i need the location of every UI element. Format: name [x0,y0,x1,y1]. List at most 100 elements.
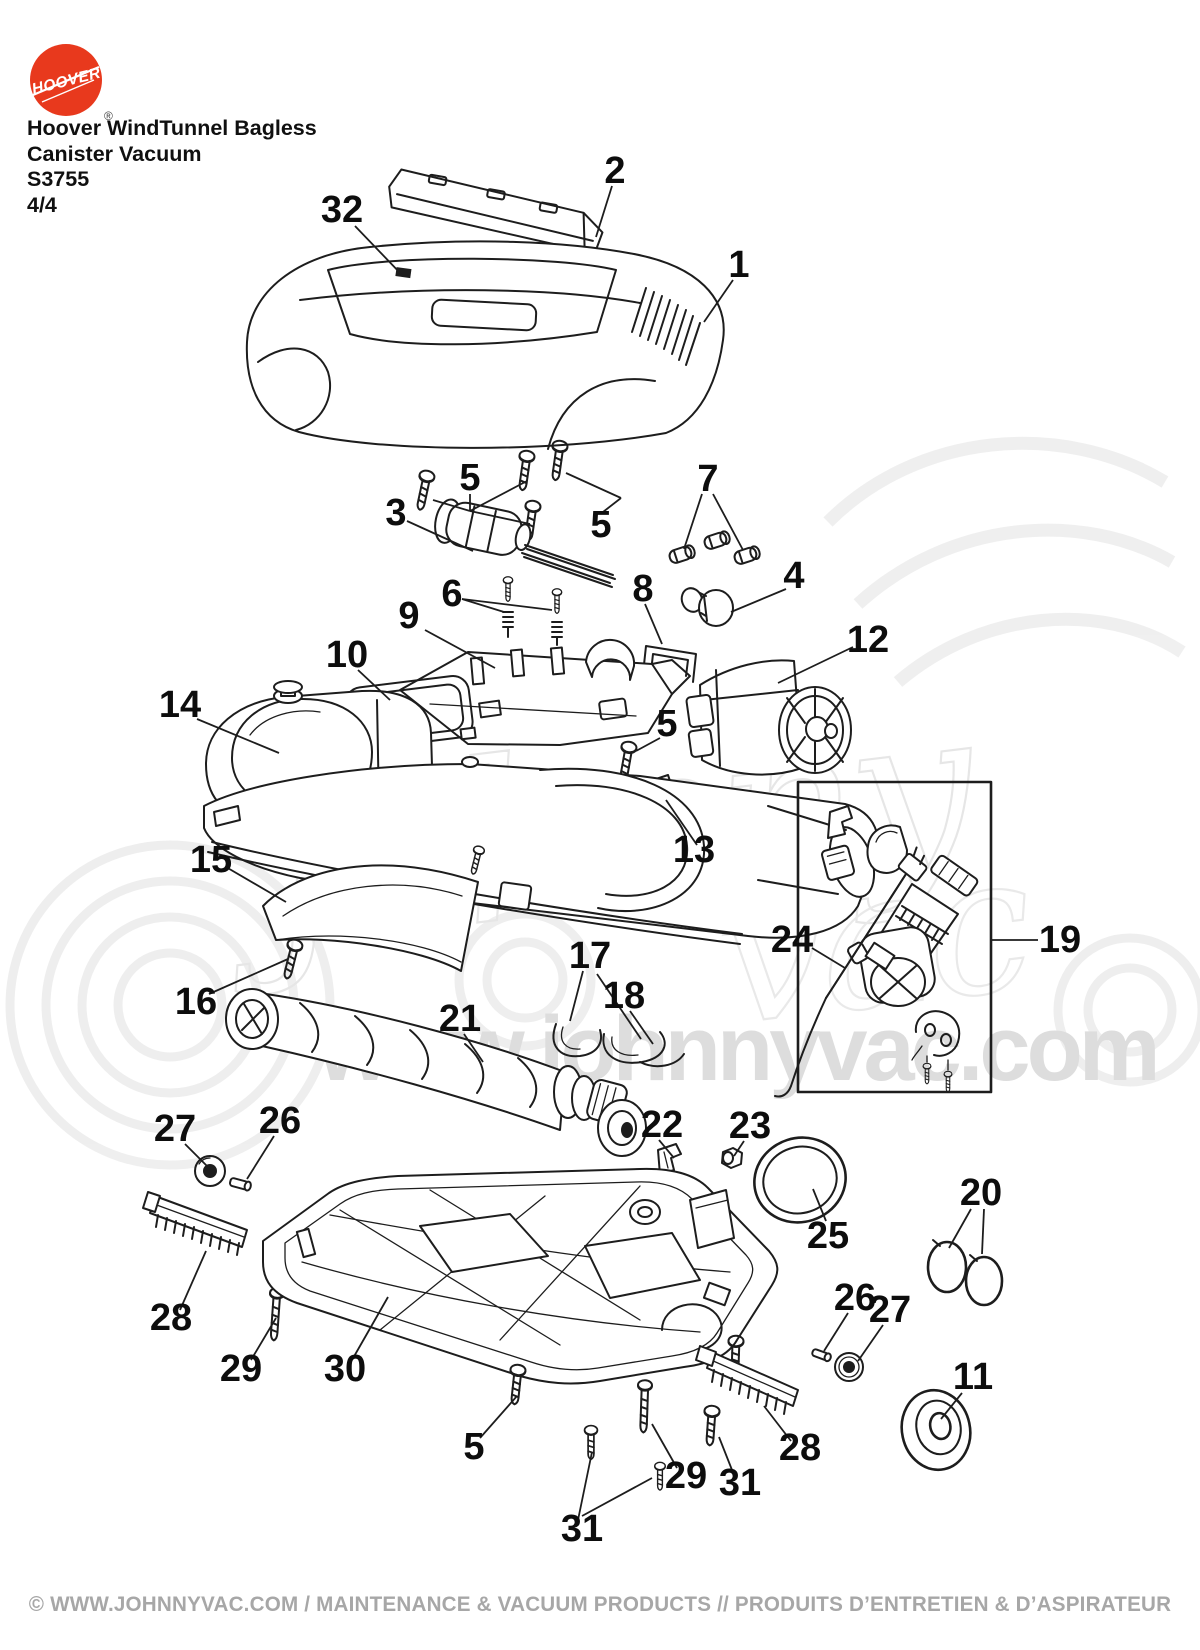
part-callout-18: 18 [603,975,645,1017]
part-callout-28a: 28 [150,1297,192,1339]
leader-line-5a [469,480,528,512]
leader-line-5c [635,737,661,752]
part-21-brushroll-drawing [225,988,647,1157]
leader-line-21 [463,1033,484,1063]
leader-line-23 [733,1140,745,1157]
registered-mark: ® [104,109,113,123]
leader-line-26b [823,1312,849,1352]
leader-line-30 [351,1296,389,1361]
part-26-left-pin-drawing [228,1177,252,1192]
leader-line-7 [712,493,744,551]
leader-line-32 [354,225,404,277]
part-callout-25: 25 [807,1215,849,1257]
leader-line-17 [569,970,584,1022]
leader-line-5d [479,1395,518,1439]
part-callout-27b: 27 [869,1289,911,1331]
part-callout-10: 10 [326,634,368,676]
part-callout-1: 1 [728,244,749,286]
part-27-left-roundel-drawing [194,1155,226,1187]
part-callout-14: 14 [159,684,201,726]
part-callout-26b: 26 [834,1277,876,1319]
title-line-2: Canister Vacuum [27,141,202,166]
part-callout-7: 7 [697,458,718,500]
leader-line-5a [432,499,471,512]
part-9-chassis-drawing [399,638,691,746]
document-title: Hoover WindTunnel Bagless Canister Vacuu… [27,116,317,218]
part-1-hood-drawing [245,240,725,450]
leader-line-5b [602,497,622,513]
leader-line-31b [581,1477,653,1517]
title-line-1: Hoover WindTunnel Bagless [27,116,317,140]
part-2-cover-plate-drawing [388,168,604,255]
title-line-4-page: 4/4 [27,192,57,217]
part-19-cord-reel-kit-drawing [820,805,979,1093]
leader-line-28b [763,1405,792,1442]
part-callout-29b: 29 [665,1455,707,1497]
part-23-nut-drawing [721,1147,743,1169]
part-callout-29a: 29 [220,1348,262,1390]
part-callout-19: 19 [1039,919,1081,961]
leader-line-27b [857,1324,884,1362]
screw-29-drawing [635,1378,654,1434]
part-callout-24: 24 [771,919,813,961]
part-callout-32: 32 [321,189,363,231]
part-callout-3: 3 [385,492,406,534]
leader-line-1 [703,279,734,323]
leader-line-4 [730,588,787,613]
part-callout-5d: 5 [463,1426,484,1468]
brand-block: HOOVER ® [28,42,148,133]
leader-line-16 [208,958,289,995]
leader-line-25 [812,1188,827,1222]
leader-line-14 [196,718,280,754]
screw-5-drawing [411,468,437,513]
leader-line-17 [596,973,642,1040]
leader-line-29a [250,1317,277,1361]
hoover-logo: HOOVER ® [30,44,113,123]
part-28-right-brush-drawing [695,1345,799,1415]
leader-line-6 [461,598,505,613]
leader-line-31b [577,1451,593,1521]
leader-line-24 [811,947,846,969]
leader-line-5a [469,510,531,525]
part-callout-5c: 5 [656,703,677,745]
part-27-right-roundel-drawing [834,1352,864,1382]
part-24-cable-drawing [774,873,907,1098]
part-callout-31b: 31 [561,1508,603,1550]
part-11-wheel-drawing [900,1388,972,1472]
part-callout-2: 2 [604,150,625,192]
part-12-motor-drawing [685,659,852,776]
part-callout-4: 4 [783,555,804,597]
part-18-guide-drawing [602,1031,685,1068]
part-3-roller-drawing [434,498,616,588]
part-callout-21: 21 [439,998,481,1040]
leader-line-2 [595,185,613,238]
part-callout-30: 30 [324,1348,366,1390]
leader-line-6 [461,598,553,611]
part-callout-16: 16 [175,981,217,1023]
part-callout-23: 23 [729,1105,771,1147]
part-callout-15: 15 [190,839,232,881]
leader-line-3 [406,520,474,552]
leader-line-27a [184,1143,208,1167]
title-line-3-model: S3755 [27,167,90,191]
part-callout-6: 6 [441,573,462,615]
part-callout-11: 11 [953,1356,993,1398]
part-callout-5a: 5 [459,457,480,499]
part-callout-26a: 26 [259,1100,301,1142]
part-callout-22: 22 [641,1104,683,1146]
part-6-spring-screw-drawing [502,576,563,646]
part-callout-17: 17 [569,935,611,977]
part-callout-9: 9 [398,595,419,637]
leader-line-31a [718,1436,735,1476]
leader-line-20 [948,1208,972,1249]
leader-line-20 [981,1208,985,1255]
leader-line-5b [565,472,622,499]
leader-line-26a [246,1135,275,1180]
leader-line-18 [629,1010,654,1045]
leader-line-10 [357,669,391,701]
part-26-right-pin-drawing [811,1348,832,1363]
part-callout-13: 13 [673,829,715,871]
part-callout-28b: 28 [779,1427,821,1469]
